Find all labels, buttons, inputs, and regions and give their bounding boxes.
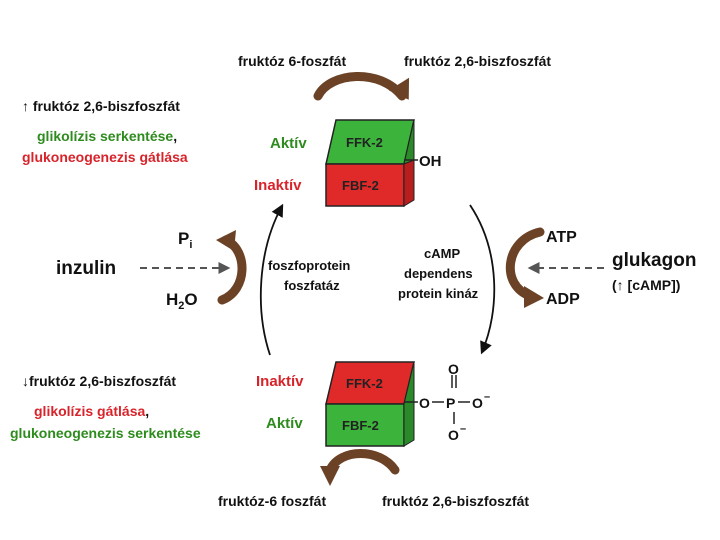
top-inactive-label: Inaktív xyxy=(254,177,302,194)
phosphate-o-right-charge: – xyxy=(484,391,490,403)
top-ffk2-label: FFK-2 xyxy=(346,135,383,150)
bottom-effect-green: glukoneogenezis serkentése xyxy=(10,425,201,441)
phosphate-o-bottom: O xyxy=(448,427,459,443)
h2o-o: O xyxy=(184,290,197,309)
top-effect-comma: , xyxy=(173,128,177,144)
bottom-effect-red: glikolízis gátlása xyxy=(34,403,145,419)
top-reaction-arrowhead xyxy=(388,77,410,100)
h2o-h: H xyxy=(166,290,178,309)
bottom-effect-comma: , xyxy=(145,403,149,419)
right-enzyme-line1: cAMP xyxy=(424,246,460,261)
phosphate-o-right: O xyxy=(472,395,483,411)
bottom-inactive-label: Inaktív xyxy=(256,373,304,390)
insulin-label: inzulin xyxy=(56,258,116,279)
bottom-fbf2-box xyxy=(325,403,405,447)
bottom-ffk2-label: FFK-2 xyxy=(346,376,383,391)
pi-label: Pi xyxy=(178,229,192,251)
right-brown-arrowhead xyxy=(524,286,544,308)
phosphate-o-top: O xyxy=(448,361,459,377)
left-brown-arrowhead xyxy=(216,230,236,251)
bottom-fbf2-label: FBF-2 xyxy=(342,418,379,433)
left-cycle-arrow xyxy=(259,203,284,356)
right-enzyme-line2: dependens xyxy=(404,266,473,281)
bottom-reaction-arrow xyxy=(325,449,400,475)
top-reaction-arrow xyxy=(313,72,407,101)
top-fbf2-side xyxy=(403,159,415,207)
phosphate-o-link: O xyxy=(419,395,430,411)
h2o-label: H2O xyxy=(166,290,198,312)
atp-label: ATP xyxy=(546,229,577,246)
top-fbf2-label: FBF-2 xyxy=(342,178,379,193)
glucagon-note: (↑ [cAMP]) xyxy=(612,277,680,293)
pi-p: P xyxy=(178,229,189,248)
bottom-effect-line: ↓fruktóz 2,6-biszfoszfát xyxy=(22,373,176,389)
top-substrate-label: fruktóz 6-foszfát xyxy=(238,53,346,69)
phosphate-o-bottom-charge: – xyxy=(460,423,466,435)
right-enzyme-line3: protein kináz xyxy=(398,286,479,301)
left-enzyme-line1: foszfoprotein xyxy=(268,258,350,273)
h2o-sub: 2 xyxy=(178,300,184,312)
adp-label: ADP xyxy=(546,291,580,308)
top-effect-line: ↑ fruktóz 2,6-biszfoszfát xyxy=(22,98,180,114)
glucagon-label: glukagon xyxy=(612,250,696,271)
top-product-label: fruktóz 2,6-biszfoszfát xyxy=(404,53,551,69)
top-fbf2-box xyxy=(325,163,405,207)
bottom-product-label: fruktóz 2,6-biszfoszfát xyxy=(382,493,529,509)
top-effect-green: glikolízis serkentése xyxy=(37,128,173,144)
bottom-effect-red-line: glikolízis gátlása, xyxy=(34,403,149,419)
phosphate-p: P xyxy=(446,395,455,411)
bottom-substrate-label: fruktóz-6 foszfát xyxy=(218,493,326,509)
right-brown-arrow xyxy=(505,227,545,301)
bottom-active-label: Aktív xyxy=(266,415,303,432)
pi-sub: i xyxy=(189,239,192,251)
top-active-label: Aktív xyxy=(270,135,307,152)
left-enzyme-line2: foszfatáz xyxy=(284,278,340,293)
bottom-box-side xyxy=(403,361,415,447)
top-oh-label: OH xyxy=(419,153,442,170)
top-effect-red: glukoneogenezis gátlása xyxy=(22,149,188,165)
right-cycle-arrow xyxy=(469,204,496,355)
top-effect-green-line: glikolízis serkentése, xyxy=(37,128,177,144)
bottom-reaction-arrowhead xyxy=(320,466,340,486)
